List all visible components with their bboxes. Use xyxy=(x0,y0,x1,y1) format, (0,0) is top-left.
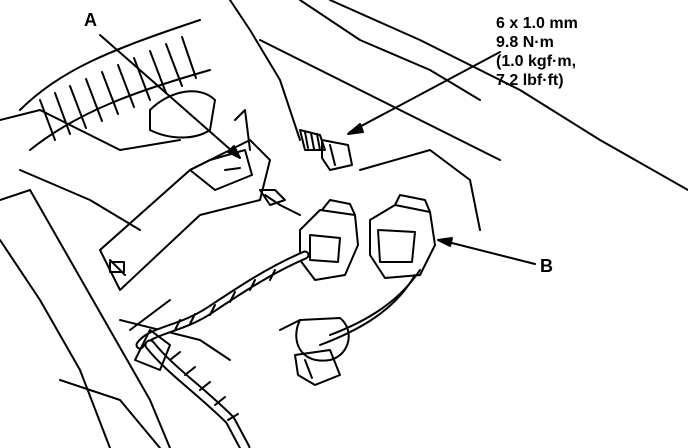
torque-lbfft: 7.2 lbf·ft) xyxy=(496,72,564,89)
bolt-torque-spec: 6 x 1.0 mm 9.8 N·m (1.0 kgf·m, 7.2 lbf·f… xyxy=(496,14,578,90)
corrugated-hose xyxy=(19,19,216,151)
leader-line-bolt xyxy=(349,51,501,133)
bolt-size: 6 x 1.0 mm xyxy=(496,15,578,32)
callout-a: A xyxy=(84,10,97,30)
leader-line-b xyxy=(439,239,536,265)
connector-male xyxy=(299,199,359,281)
leader-arrow-b xyxy=(437,237,453,247)
leader-line-a xyxy=(99,34,241,159)
lower-fitting xyxy=(279,317,350,386)
bracket-a xyxy=(99,109,271,291)
mounting-bolt xyxy=(299,129,353,171)
wire-harness xyxy=(134,189,421,448)
callout-b: B xyxy=(540,256,553,276)
leader-arrow-a xyxy=(227,145,241,159)
connector-female-b xyxy=(369,194,436,279)
leader-arrow-bolt xyxy=(347,123,364,135)
torque-kgfm: (1.0 kgf·m, xyxy=(496,53,577,70)
torque-nm: 9.8 N·m xyxy=(496,34,554,51)
